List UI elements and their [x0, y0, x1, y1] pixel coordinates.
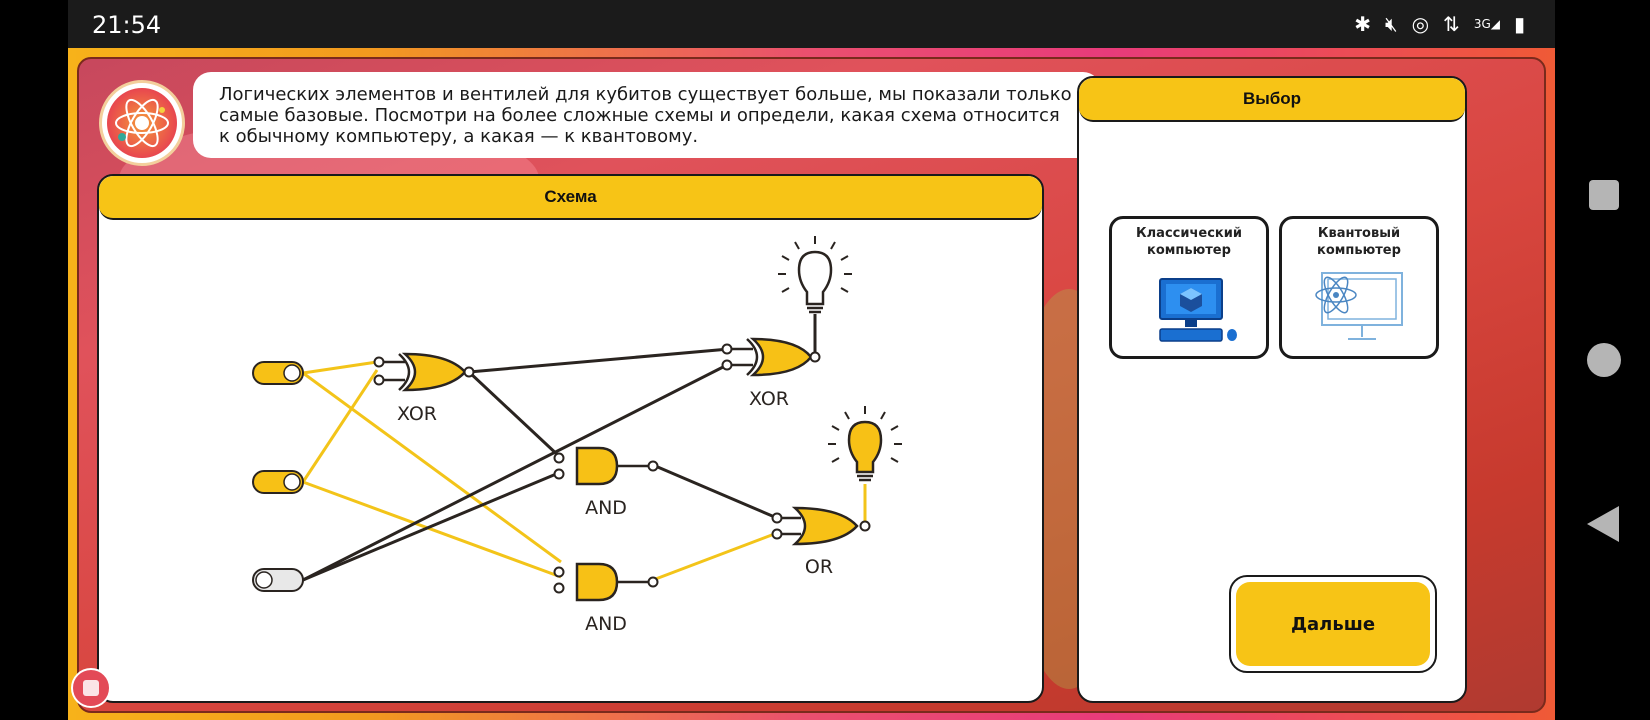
app-content: Логических элементов и вентилей для куби… [77, 57, 1546, 713]
choice-panel-title: Выбор [1079, 78, 1465, 122]
back-icon[interactable] [1587, 506, 1619, 542]
xor-gate-2 [721, 337, 821, 377]
system-navigation-bar [1555, 0, 1650, 720]
wire [302, 360, 378, 375]
bluetooth-icon: ✱ [1354, 12, 1371, 36]
and-label-2: AND [585, 613, 627, 635]
option-quantum-computer[interactable]: Квантовый компьютер [1279, 216, 1439, 359]
wire [302, 470, 562, 582]
wire [652, 531, 778, 582]
input-switch-1 [252, 361, 304, 385]
wire [302, 480, 562, 579]
input-switch-2 [252, 470, 304, 494]
xor-gate-1 [373, 352, 475, 392]
choice-panel: Выбор Классический компьютер Квантовый к… [1077, 76, 1467, 703]
option-classic-computer[interactable]: Классический компьютер [1109, 216, 1269, 359]
wire [652, 463, 778, 520]
status-time: 21:54 [92, 11, 162, 39]
wire [467, 370, 563, 460]
mute-icon: 🔇︎ [1384, 12, 1398, 36]
option-label: Классический компьютер [1136, 226, 1242, 258]
app-badge-icon[interactable] [71, 668, 111, 708]
quantum-computer-icon [1315, 272, 1403, 340]
schema-panel: Схема [97, 174, 1044, 703]
status-bar: 21:54 ✱ 🔇︎ ◎ ⇅ 3G◢ ▮ [68, 0, 1555, 48]
schema-panel-title: Схема [99, 176, 1042, 220]
wire [301, 369, 379, 483]
status-icons: ✱ 🔇︎ ◎ ⇅ 3G◢ ▮ [1354, 12, 1525, 36]
wire [302, 371, 562, 564]
xor-label-2: XOR [749, 388, 789, 410]
home-icon[interactable] [1587, 343, 1621, 377]
wire [302, 362, 730, 582]
recents-icon[interactable] [1589, 180, 1619, 210]
and-gate-2 [553, 562, 659, 602]
and-gate-1 [553, 446, 659, 486]
lightbulb-on-icon [828, 406, 902, 482]
and-label-1: AND [585, 497, 627, 519]
3g-signal-icon: 3G◢ [1473, 17, 1500, 31]
app-badge-inner [83, 680, 99, 696]
next-button[interactable]: Дальше [1236, 582, 1430, 666]
circuit-diagram: XOR XOR [252, 236, 902, 635]
or-label: OR [805, 556, 833, 578]
hotspot-icon: ◎ [1411, 12, 1430, 36]
atom-icon [107, 88, 177, 158]
app-frame: Логических элементов и вентилей для куби… [68, 48, 1555, 720]
classic-computer-icon [1159, 278, 1237, 342]
lightbulb-off-icon [778, 236, 852, 314]
wire [468, 347, 730, 374]
option-label: Квантовый компьютер [1317, 226, 1401, 258]
next-button-frame: Дальше [1229, 575, 1437, 673]
avatar [99, 80, 185, 166]
data-arrows-icon: ⇅ [1443, 12, 1460, 36]
instruction-bubble: Логических элементов и вентилей для куби… [193, 72, 1101, 158]
input-switch-3 [252, 568, 304, 592]
xor-label-1: XOR [397, 403, 437, 425]
battery-icon: ▮ [1513, 12, 1525, 36]
network-type: 3G [1473, 17, 1491, 31]
or-gate [771, 506, 871, 546]
